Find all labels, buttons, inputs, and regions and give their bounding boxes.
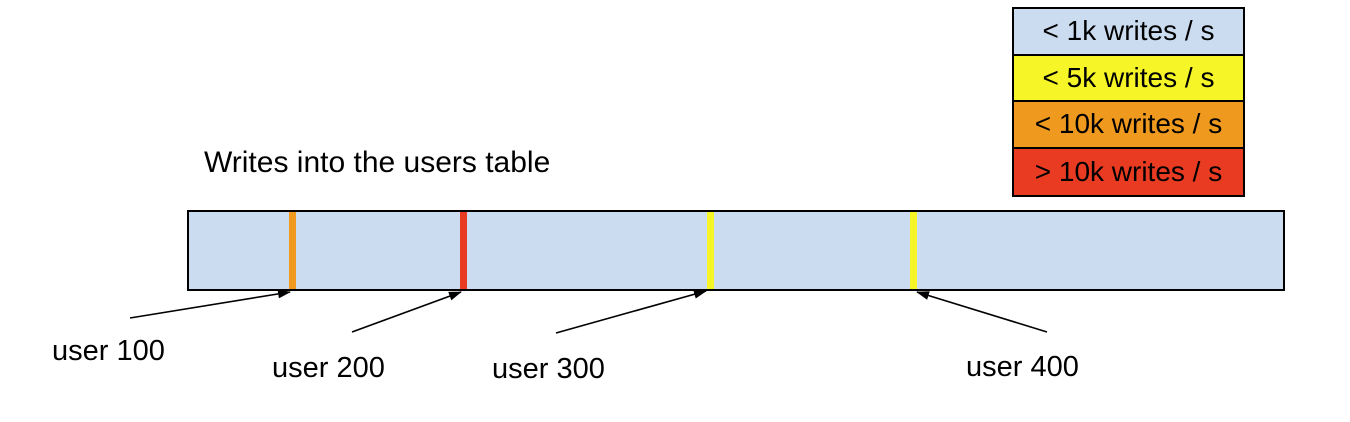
user-label-user-100: user 100	[52, 335, 165, 367]
legend-item: < 5k writes / s	[1014, 55, 1243, 102]
write-hotspot-stripe-user-100	[288, 212, 296, 289]
legend-item: > 10k writes / s	[1014, 148, 1243, 195]
legend-item-label: < 10k writes / s	[1034, 108, 1223, 140]
diagram-title: Writes into the users table	[204, 146, 551, 179]
legend-item-label: > 10k writes / s	[1034, 155, 1223, 187]
arrow-user-100	[129, 289, 291, 319]
write-hotspot-stripe-user-400	[909, 212, 917, 289]
write-hotspot-stripe-user-300	[706, 212, 714, 289]
arrow-user-200	[351, 291, 462, 333]
legend: < 1k writes / s < 5k writes / s < 10k wr…	[1012, 7, 1245, 197]
user-label-user-300: user 300	[492, 353, 605, 385]
arrow-user-400	[916, 291, 1048, 333]
arrow-user-300	[555, 289, 707, 334]
user-label-user-200: user 200	[272, 352, 385, 384]
user-label-user-400: user 400	[966, 351, 1079, 383]
write-hotspot-stripe-user-200	[459, 212, 467, 289]
legend-item: < 1k writes / s	[1014, 9, 1243, 56]
legend-item-label: < 1k writes / s	[1042, 15, 1215, 47]
legend-item-label: < 5k writes / s	[1042, 61, 1215, 93]
users-table-bar	[187, 210, 1285, 291]
legend-item: < 10k writes / s	[1014, 102, 1243, 149]
